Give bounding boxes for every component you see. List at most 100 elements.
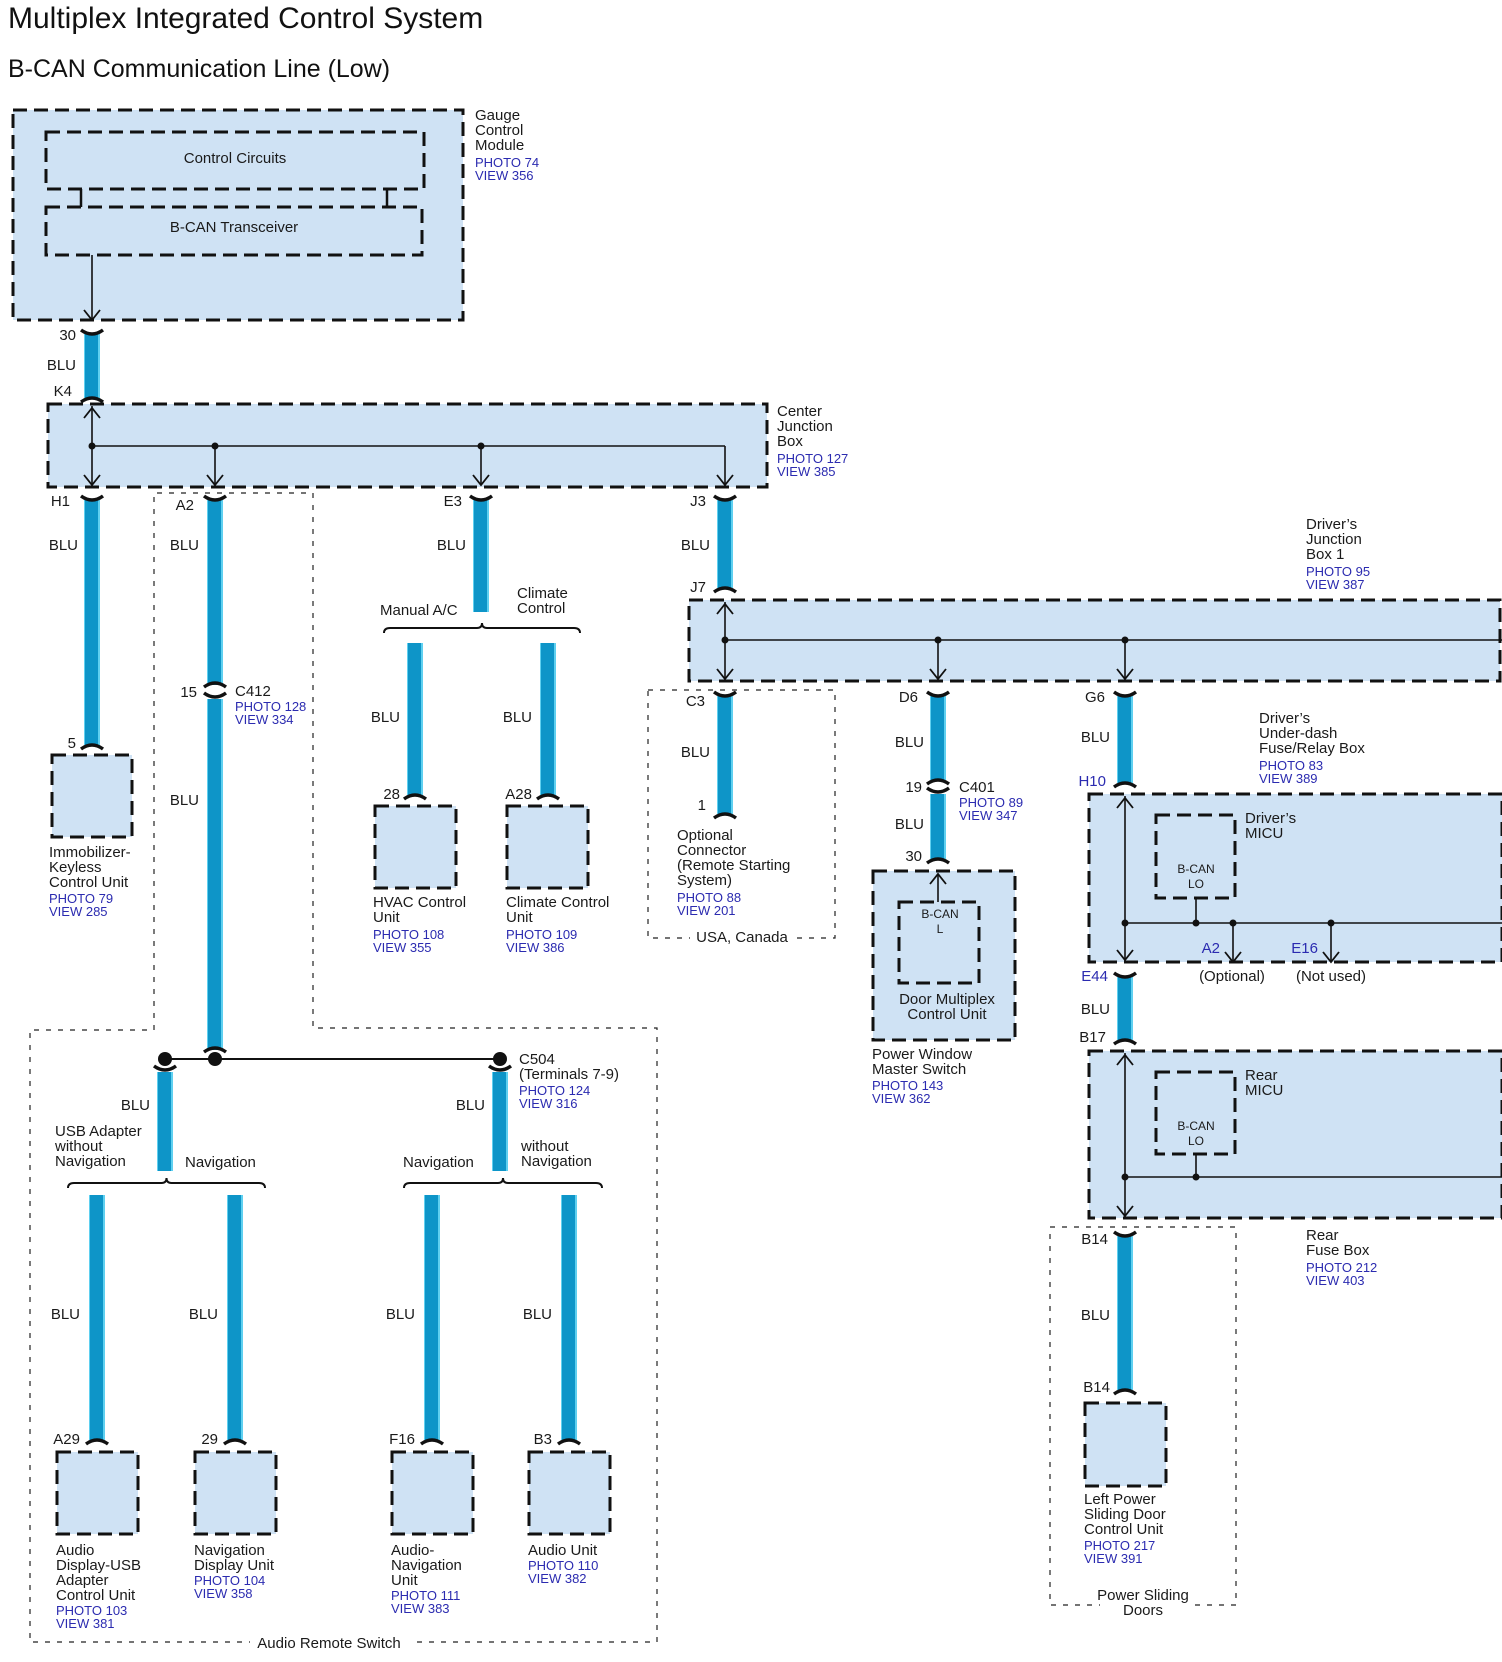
- page-title: Multiplex Integrated Control System: [8, 2, 484, 35]
- audio-navigation-unit-view-ref: VIEW 383: [391, 1601, 450, 1616]
- gauge-control-module-label-line: Module: [475, 137, 524, 154]
- region-audio-remote-switch-label: Audio Remote Switch: [257, 1635, 400, 1652]
- wire-color-label-audio-navigation-unit: BLU: [386, 1306, 415, 1323]
- door-multiplex-control-unit-box: [897, 900, 981, 985]
- wire-color-label: BLU: [170, 537, 199, 554]
- audio-navigation-unit-photo-ref: PHOTO 111: [391, 1588, 460, 1603]
- wire-color-label-left-branch: BLU: [121, 1097, 150, 1114]
- wire-color-label: BLU: [1081, 1001, 1110, 1018]
- wire-color-label: BLU: [681, 537, 710, 554]
- c504-photo-ref-line: PHOTO 124: [519, 1083, 590, 1098]
- left-psd-label-line: Left Power: [1084, 1491, 1156, 1508]
- wires: [79, 328, 1138, 1446]
- pw-master-view-ref: VIEW 362: [872, 1091, 931, 1106]
- c504-view-ref: VIEW 316: [519, 1096, 578, 1111]
- audio-navigation-unit-label-line: Navigation: [391, 1557, 462, 1574]
- wire-audio-navigation-unit: [425, 1195, 438, 1440]
- pin-h10: H10: [1078, 773, 1106, 790]
- pin-audio-unit: B3: [534, 1431, 552, 1448]
- transceiver-label: B-CAN Transceiver: [170, 219, 298, 236]
- c504-label-line: (Terminals 7-9): [519, 1066, 619, 1083]
- optional-connector-label-line: (Remote Starting: [677, 857, 790, 874]
- c412-label-line: C412: [235, 683, 271, 700]
- pw-master-view-ref-line: VIEW 362: [872, 1091, 931, 1106]
- pin-audio-navigation-unit-line: F16: [389, 1431, 415, 1448]
- door-multiplex-label-line: Control Unit: [907, 1006, 987, 1023]
- drivers-junction-box-label-line: Junction: [1306, 531, 1362, 548]
- audio-navigation-unit-label-line: Audio-: [391, 1542, 434, 1559]
- gauge-control-module-label-line: Control: [475, 122, 523, 139]
- wire-color-label-line: BLU: [47, 357, 76, 374]
- left-psd-view-ref: VIEW 391: [1084, 1551, 1143, 1566]
- djb-node-1: [721, 636, 729, 644]
- option-without-nav-line: Navigation: [521, 1153, 592, 1170]
- power-sliding-doors-region: [1049, 1226, 1237, 1606]
- label-not-used: (Not used): [1296, 968, 1366, 985]
- hvac-photo-ref: PHOTO 108: [373, 927, 444, 942]
- wire-color-label-line: BLU: [681, 537, 710, 554]
- wire-navigation-display-unit: [228, 1195, 241, 1440]
- pin-e44-line: E44: [1081, 968, 1108, 985]
- cap-navigation-display-unit: [222, 1438, 248, 1446]
- cap-c504-from-c412: [202, 1046, 228, 1054]
- rear-fuse-view-ref: VIEW 403: [1306, 1273, 1365, 1288]
- rf-arrow-b14: [1116, 1205, 1134, 1218]
- pin-1: 1: [698, 797, 706, 814]
- power-window-master-switch-label-line: Master Switch: [872, 1061, 966, 1078]
- wire-color-label-line: BLU: [170, 537, 199, 554]
- pin-j7: J7: [690, 579, 706, 596]
- cap-c412-top: [202, 681, 228, 689]
- wire-color-label: BLU: [1081, 1307, 1110, 1324]
- djb-arrow-c3: [716, 668, 734, 681]
- pw-master-photo-ref: PHOTO 143: [872, 1078, 943, 1093]
- label-not-used-line: (Not used): [1296, 968, 1366, 985]
- immobilizer-view-ref: VIEW 285: [49, 904, 108, 919]
- pin-pw-30-line: 30: [905, 848, 922, 865]
- djb-photo-ref-line: PHOTO 95: [1306, 564, 1370, 579]
- c504-view-ref-line: VIEW 316: [519, 1096, 578, 1111]
- audio-navigation-unit-view-ref-line: VIEW 383: [391, 1601, 450, 1616]
- wire-color-label: BLU: [681, 744, 710, 761]
- c401-label-line: C401: [959, 779, 995, 796]
- cap-h10: [1112, 781, 1138, 789]
- option-navigation-right: Navigation: [403, 1154, 474, 1171]
- region-label-mask-psd: [1100, 1596, 1188, 1610]
- cap-b17: [1112, 1038, 1138, 1046]
- left-psd-view-ref-line: VIEW 391: [1084, 1551, 1143, 1566]
- pin-e3: E3: [444, 493, 462, 510]
- rf-arrow-b17: [1116, 1053, 1134, 1066]
- wire-color-label-climate-line: BLU: [503, 709, 532, 726]
- wire-color-label: BLU: [437, 537, 466, 554]
- left-power-sliding-door-control-unit-box: [1083, 1401, 1168, 1488]
- navigation-display-unit-box: [193, 1450, 278, 1536]
- c504-photo-ref: PHOTO 124: [519, 1083, 590, 1098]
- navigation-display-unit-photo-ref: PHOTO 104: [194, 1573, 265, 1588]
- center-junction-box-label-line: Junction: [777, 418, 833, 435]
- region-label-mask-usa: [690, 930, 794, 944]
- navigation-display-unit-label-line: Display Unit: [194, 1557, 275, 1574]
- cap-d6: [925, 690, 951, 698]
- cap-c401-top: [925, 778, 951, 786]
- climate-view-ref-line: VIEW 386: [506, 940, 565, 955]
- pin-rf-b14: B14: [1081, 1231, 1108, 1248]
- pin-15-line: 15: [180, 684, 197, 701]
- c412-label: C412: [235, 683, 271, 700]
- control-circuits-label-line: Control Circuits: [184, 150, 287, 167]
- wire-h1-immob: [85, 500, 98, 745]
- c401-label: C401: [959, 779, 995, 796]
- wire-color-label: BLU: [49, 537, 78, 554]
- cjb-photo-ref-line: PHOTO 127: [777, 451, 848, 466]
- underdash-view-ref-line: VIEW 389: [1259, 771, 1318, 786]
- wire-color-label-navigation-display-unit: BLU: [189, 1306, 218, 1323]
- option-without-nav-line: without: [520, 1138, 569, 1155]
